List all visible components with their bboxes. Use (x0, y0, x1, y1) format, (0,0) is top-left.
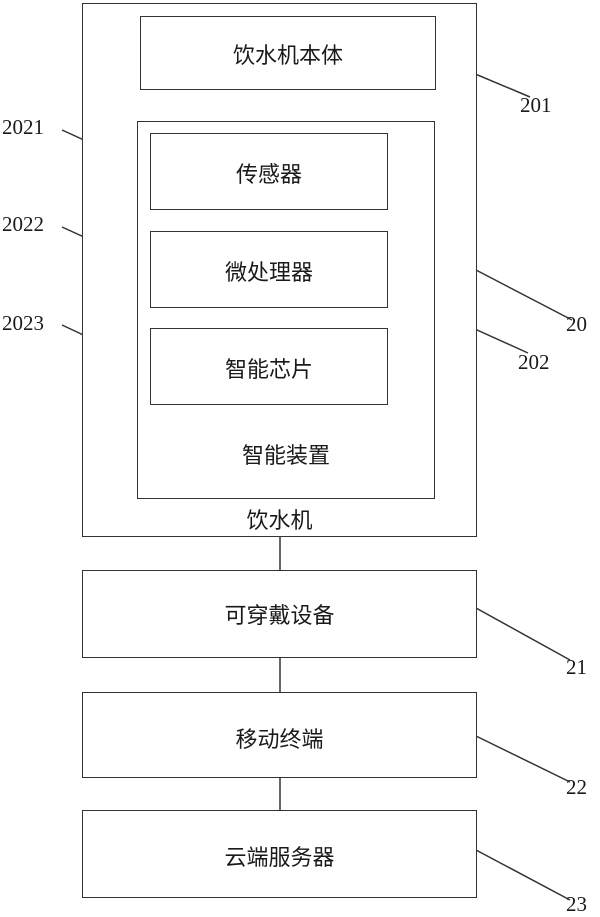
ref-21: 21 (566, 655, 587, 679)
cloud-server-label: 云端服务器 (224, 846, 335, 871)
sensor-box (150, 133, 388, 210)
water-dispenser-label: 饮水机 (246, 509, 313, 534)
ref-20: 20 (566, 312, 587, 336)
wearable-device-label: 可穿戴设备 (224, 604, 335, 629)
ref-2022: 2022 (2, 212, 44, 236)
smart-chip-box (150, 328, 388, 405)
wearable-device-box (82, 570, 477, 658)
water-dispenser-body-box (140, 16, 436, 90)
ref-22: 22 (566, 775, 587, 799)
smart-device-label: 智能装置 (241, 444, 330, 469)
mobile-terminal-label: 移动终端 (235, 728, 324, 753)
smart-chip-label: 智能芯片 (224, 358, 313, 383)
ref-2023: 2023 (2, 311, 44, 335)
microprocessor-box (150, 231, 388, 308)
ref-23: 23 (566, 892, 587, 916)
ref-202: 202 (518, 350, 550, 374)
ref-2021: 2021 (2, 115, 44, 139)
mobile-terminal-box (82, 692, 477, 778)
cloud-server-box (82, 810, 477, 898)
ref-201: 201 (520, 93, 552, 117)
sensor-label: 传感器 (235, 163, 302, 188)
water-dispenser-body-label: 饮水机本体 (232, 44, 343, 69)
microprocessor-label: 微处理器 (224, 261, 313, 286)
